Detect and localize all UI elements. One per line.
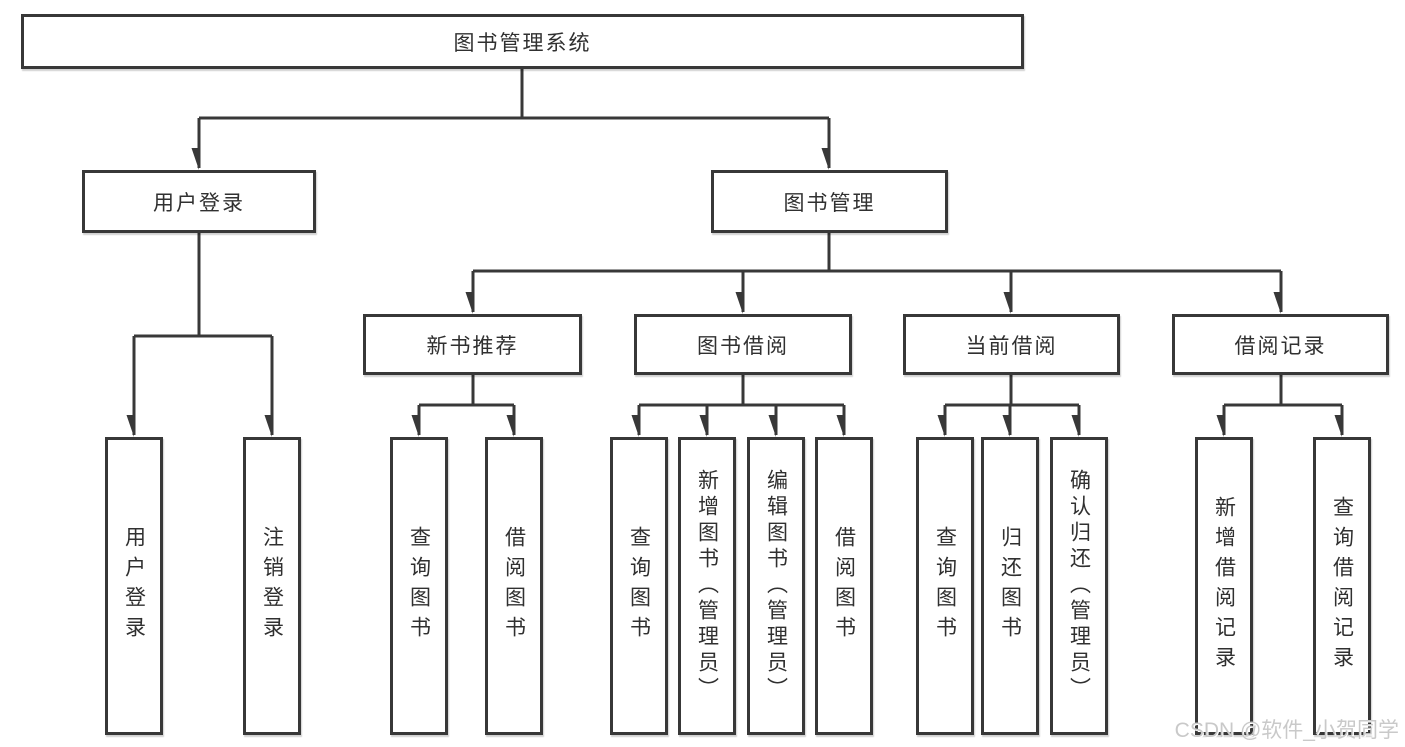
node-book-management: 图书管理 bbox=[711, 170, 948, 233]
leaf-query-books-borrowing: 查询图书 bbox=[610, 437, 668, 735]
node-user-login: 用户登录 bbox=[82, 170, 316, 233]
node-label: 查询借阅记录 bbox=[1330, 496, 1354, 676]
node-label: 借阅记录 bbox=[1234, 334, 1327, 358]
node-label: 查询图书 bbox=[407, 526, 431, 646]
leaf-edit-book-admin: 编辑图书（管理员） bbox=[747, 437, 805, 735]
node-label: 图书管理 bbox=[783, 191, 876, 215]
node-new-book-recommend: 新书推荐 bbox=[363, 314, 582, 375]
node-label: 新增图书（管理员） bbox=[695, 469, 719, 703]
node-borrowing-records: 借阅记录 bbox=[1172, 314, 1389, 375]
node-label: 注销登录 bbox=[260, 526, 284, 646]
node-label: 编辑图书（管理员） bbox=[764, 469, 788, 703]
leaf-query-books-current: 查询图书 bbox=[916, 437, 974, 735]
node-label: 当前借阅 bbox=[965, 334, 1058, 358]
node-label: 用户登录 bbox=[122, 526, 146, 646]
leaf-add-borrow-record: 新增借阅记录 bbox=[1195, 437, 1253, 735]
node-label: 新书推荐 bbox=[426, 334, 519, 358]
leaf-query-borrow-record: 查询借阅记录 bbox=[1313, 437, 1371, 735]
leaf-query-books-recommend: 查询图书 bbox=[390, 437, 448, 735]
node-label: 借阅图书 bbox=[832, 526, 856, 646]
node-label: 查询图书 bbox=[627, 526, 651, 646]
node-label: 图书管理系统 bbox=[453, 31, 592, 55]
node-current-borrowing: 当前借阅 bbox=[903, 314, 1120, 375]
branch-lines bbox=[134, 69, 1342, 407]
node-label: 查询图书 bbox=[933, 526, 957, 646]
node-label: 确认归还（管理员） bbox=[1067, 469, 1091, 703]
leaf-return-book: 归还图书 bbox=[981, 437, 1039, 735]
leaf-borrow-books-recommend: 借阅图书 bbox=[485, 437, 543, 735]
node-label: 借阅图书 bbox=[502, 526, 526, 646]
arrow-lines bbox=[134, 118, 1344, 435]
leaf-borrow-books-borrowing: 借阅图书 bbox=[815, 437, 873, 735]
leaf-user-login: 用户登录 bbox=[105, 437, 163, 735]
node-label: 用户登录 bbox=[153, 191, 245, 215]
leaf-logout: 注销登录 bbox=[243, 437, 301, 735]
node-book-borrowing: 图书借阅 bbox=[634, 314, 852, 375]
node-label: 归还图书 bbox=[998, 526, 1022, 646]
leaf-add-book-admin: 新增图书（管理员） bbox=[678, 437, 736, 735]
csdn-watermark: CSDN @软件_小贺同学 bbox=[1174, 719, 1399, 742]
node-library-management-system: 图书管理系统 bbox=[21, 14, 1024, 69]
node-label: 新增借阅记录 bbox=[1212, 496, 1236, 676]
leaf-confirm-return-admin: 确认归还（管理员） bbox=[1050, 437, 1108, 735]
node-label: 图书借阅 bbox=[697, 334, 789, 358]
